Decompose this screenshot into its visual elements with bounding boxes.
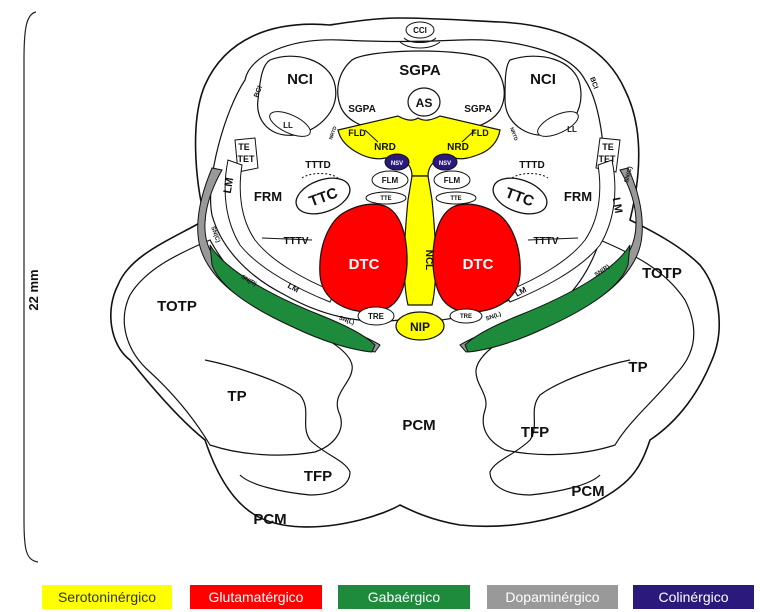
legend-gabaergic: Gabaérgico (338, 585, 470, 609)
te-left-label: TE (238, 142, 250, 152)
legend-glutamatergic: Glutamatérgico (190, 585, 322, 609)
sgpa-label: SGPA (399, 62, 441, 79)
legend-dopaminergic-label: Dopaminérgico (505, 589, 599, 605)
fld-right-label: FLD (471, 128, 489, 138)
nci-right-label: NCI (530, 71, 556, 88)
totp-right-label: TOTP (642, 265, 682, 282)
legend-cholinergic-label: Colinérgico (658, 589, 728, 605)
tttv-left-label: TTTV (284, 236, 309, 247)
te-right-label: TE (602, 142, 614, 152)
legend-serotoninergic-label: Serotoninérgico (58, 589, 156, 605)
tp-right-label: TP (628, 359, 647, 376)
ncl-stem (404, 176, 436, 305)
totp-left-label: TOTP (157, 298, 197, 315)
nsv-left-label: NSV (391, 161, 403, 167)
frm-right-label: FRM (564, 189, 592, 204)
pcm-right-label: PCM (571, 483, 604, 500)
tfp-right-label: TFP (521, 424, 549, 441)
dtc-right-label: DTC (463, 256, 494, 273)
tre-right-label: TRE (460, 314, 472, 320)
tte-left-label: TTE (380, 196, 391, 202)
legend-cholinergic: Colinérgico (633, 585, 754, 609)
sgpa-left-label: SGPA (348, 104, 376, 115)
legend-gabaergic-label: Gabaérgico (368, 589, 440, 605)
tet-left-label: TET (238, 154, 256, 164)
tttd-left-label: TTTD (305, 160, 331, 171)
sgpa-right-label: SGPA (464, 104, 492, 115)
pcm-center-label: PCM (402, 417, 435, 434)
legend-dopaminergic: Dopaminérgico (487, 585, 618, 609)
nip-label: NIP (410, 320, 430, 334)
frm-left-label: FRM (254, 189, 282, 204)
as-label: AS (416, 96, 433, 110)
pcm-left-label: PCM (253, 511, 286, 528)
ll-right-label: LL (567, 125, 577, 134)
dtc-left-label: DTC (349, 256, 380, 273)
legend-glutamatergic-label: Glutamatérgico (209, 589, 304, 605)
legend-serotoninergic: Serotoninérgico (42, 585, 172, 609)
nrd-left-label: NRD (374, 142, 396, 153)
tp-left-label: TP (227, 388, 246, 405)
flm-right-label: FLM (444, 176, 461, 185)
tfp-left-label: TFP (304, 468, 332, 485)
tte-right-label: TTE (450, 196, 461, 202)
cci-label: CCI (413, 26, 427, 35)
nci-left-label: NCI (287, 71, 313, 88)
fld-left-label: FLD (348, 128, 366, 138)
tre-left-label: TRE (368, 312, 385, 321)
tttv-right-label: TTTV (534, 236, 559, 247)
scale-label: 22 mm (26, 269, 41, 310)
ll-left-label: LL (283, 121, 293, 130)
nrd-right-label: NRD (447, 142, 469, 153)
flm-left-label: FLM (382, 176, 399, 185)
nsv-right-label: NSV (439, 161, 451, 167)
tttd-right-label: TTTD (519, 160, 545, 171)
